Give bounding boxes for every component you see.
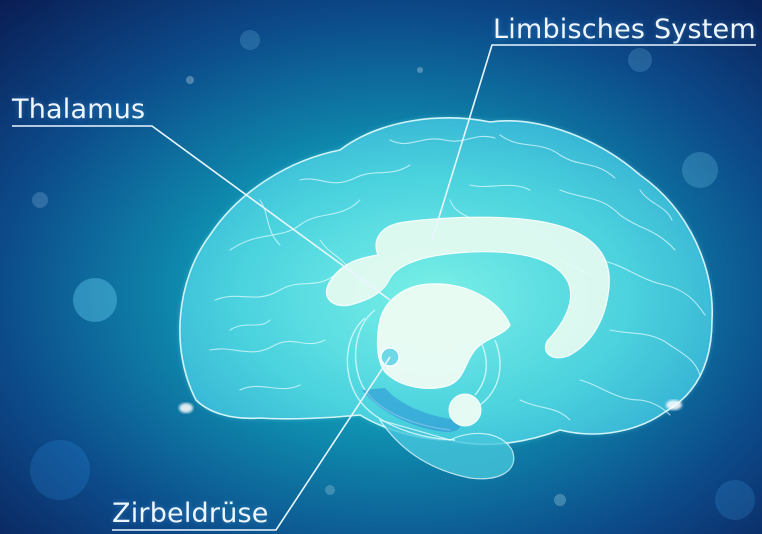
label-thalamus: Thalamus: [12, 94, 145, 125]
label-pineal-gland: Zirbeldrüse: [112, 498, 269, 529]
amygdala: [449, 394, 481, 426]
edge-light-left: [179, 403, 193, 413]
edge-light-right: [666, 400, 682, 410]
label-limbic-system: Limbisches System: [493, 14, 756, 45]
